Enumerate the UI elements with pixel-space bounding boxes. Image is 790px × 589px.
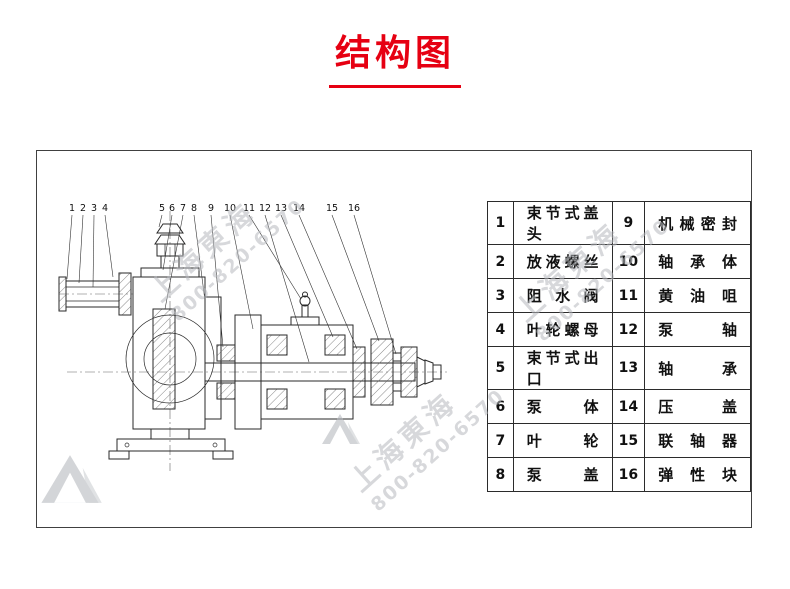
part-number: 2 xyxy=(487,244,514,279)
part-name: 叶轮 xyxy=(512,423,613,458)
callout-number: 15 xyxy=(326,203,338,214)
diagram-box: 1 2 3 4 5 6 7 8 9 10 11 12 13 14 15 16 xyxy=(36,150,752,528)
part-name: 阻水阀 xyxy=(512,278,613,313)
part-number: 9 xyxy=(611,201,646,245)
part-number: 16 xyxy=(611,457,646,492)
callout-numbers: 1 2 3 4 5 6 7 8 9 10 11 12 13 14 15 16 xyxy=(69,203,360,214)
part-name: 叶轮螺母 xyxy=(512,312,613,347)
callout-number: 8 xyxy=(191,203,197,214)
callout-number: 14 xyxy=(293,203,305,214)
bearing xyxy=(266,334,288,356)
part-number: 4 xyxy=(487,312,514,347)
part-number: 13 xyxy=(611,346,646,390)
part-number: 12 xyxy=(611,312,646,347)
table-row: 8 泵盖 16 弹性块 xyxy=(487,457,751,492)
grease-nipple xyxy=(299,291,311,318)
elastic-block xyxy=(392,352,402,362)
part-name: 黄油咀 xyxy=(644,278,751,313)
parts-table: 1 束节式盖头 9 机械密封 2 放液螺丝 10 轴承体 3 阻水阀 11 黄油… xyxy=(487,201,751,492)
part-name: 泵体 xyxy=(512,389,613,424)
page-title: 结构图 xyxy=(334,33,455,74)
callout-number: 2 xyxy=(80,203,86,214)
part-name: 泵轴 xyxy=(644,312,751,347)
part-number: 3 xyxy=(487,278,514,313)
table-row: 1 束节式盖头 9 机械密封 xyxy=(487,201,751,245)
bearing-housing xyxy=(234,314,366,430)
table-row: 3 阻水阀 11 黄油咀 xyxy=(487,278,751,313)
callout-number: 9 xyxy=(208,203,214,214)
part-number: 14 xyxy=(611,389,646,424)
page-header: 结构图 xyxy=(0,0,790,88)
callout-number: 3 xyxy=(91,203,97,214)
callout-number: 5 xyxy=(159,203,165,214)
part-name: 弹性块 xyxy=(644,457,751,492)
part-number: 10 xyxy=(611,244,646,279)
callout-number: 13 xyxy=(275,203,287,214)
callout-number: 16 xyxy=(348,203,360,214)
gland xyxy=(352,346,366,398)
part-name: 束节式盖头 xyxy=(512,201,613,245)
callout-number: 1 xyxy=(69,203,75,214)
coupling xyxy=(370,338,442,406)
impeller xyxy=(152,308,176,410)
pump-cross-section-drawing: 1 2 3 4 5 6 7 8 9 10 11 12 13 14 15 16 xyxy=(58,203,447,471)
callout-number: 4 xyxy=(102,203,108,214)
part-name: 轴承 xyxy=(644,346,751,390)
table-row: 7 叶轮 15 联轴器 xyxy=(487,423,751,458)
part-name: 联轴器 xyxy=(644,423,751,458)
part-name: 束节式出口 xyxy=(512,346,613,390)
callout-number: 7 xyxy=(180,203,186,214)
part-number: 1 xyxy=(487,201,514,245)
table-row: 5 束节式出口 13 轴承 xyxy=(487,346,751,390)
leader-lines xyxy=(66,214,397,363)
drain-pipe xyxy=(58,272,132,316)
callout-number: 10 xyxy=(224,203,236,214)
part-name: 泵盖 xyxy=(512,457,613,492)
callout-number: 6 xyxy=(169,203,175,214)
pump-casing xyxy=(125,267,236,430)
table-row: 2 放液螺丝 10 轴承体 xyxy=(487,244,751,279)
table-row: 6 泵体 14 压盖 xyxy=(487,389,751,424)
part-number: 11 xyxy=(611,278,646,313)
part-number: 7 xyxy=(487,423,514,458)
part-name: 机械密封 xyxy=(644,201,751,245)
pump-base xyxy=(108,428,234,460)
mechanical-seal xyxy=(216,344,236,362)
part-number: 6 xyxy=(487,389,514,424)
callout-number: 12 xyxy=(259,203,271,214)
part-number: 15 xyxy=(611,423,646,458)
part-name: 放液螺丝 xyxy=(512,244,613,279)
part-name: 压盖 xyxy=(644,389,751,424)
title-underline xyxy=(329,85,461,88)
part-number: 8 xyxy=(487,457,514,492)
table-row: 4 叶轮螺母 12 泵轴 xyxy=(487,312,751,347)
part-number: 5 xyxy=(487,346,514,390)
part-name: 轴承体 xyxy=(644,244,751,279)
callout-number: 11 xyxy=(243,203,255,214)
